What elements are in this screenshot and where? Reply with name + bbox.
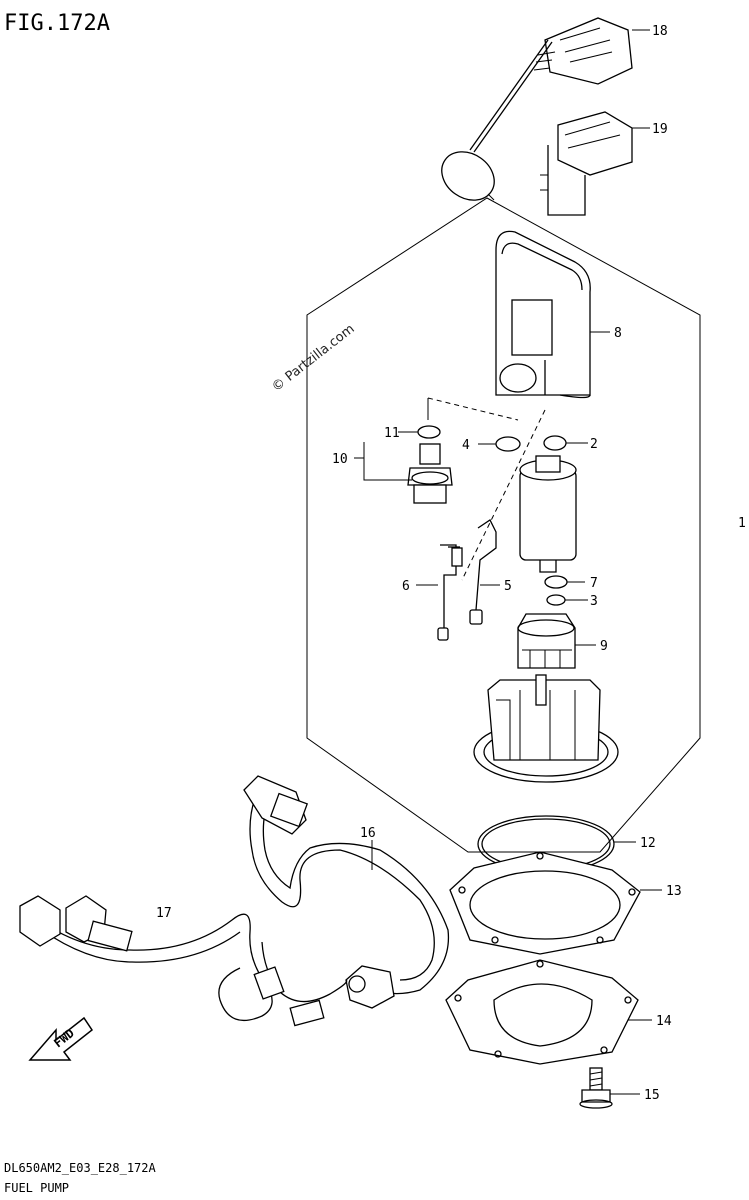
figure-caption: FUEL PUMP [4,1181,69,1195]
part-16-fuel-hose[interactable] [243,775,450,1009]
part-5-wire-lead[interactable] [469,519,497,625]
figure-code: DL650AM2_E03_E28_172A [4,1161,156,1175]
callout-5: 5 [504,579,512,594]
pump-housing-base[interactable] [473,674,619,783]
dashed-leader-5 [461,409,546,581]
part-3-o-ring[interactable] [546,594,566,606]
callout-3: 3 [590,594,598,609]
part-9-filter[interactable] [517,613,576,669]
callout-2: 2 [590,437,598,452]
part-17-hose-assembly[interactable] [19,895,348,1027]
part-11-o-ring[interactable] [417,425,441,439]
callout-17: 17 [156,906,172,921]
callout-7: 7 [590,576,598,591]
part-6-wire-lead[interactable] [437,544,463,641]
part-19-bracket[interactable] [540,111,633,216]
figure-title: FIG.172A [4,11,110,36]
part-18-float-connector[interactable] [432,17,633,210]
fuel-pump-motor[interactable] [519,455,577,573]
part-7-o-ring[interactable] [544,575,568,589]
callout-14: 14 [656,1014,672,1029]
callout-8: 8 [614,326,622,341]
part-10-regulator[interactable] [407,443,453,504]
callout-10: 10 [332,452,348,467]
watermark: © Partzilla.com [269,322,357,396]
callout-6: 6 [402,579,410,594]
part-15-bolt[interactable] [579,1067,613,1109]
part-14-plate[interactable] [445,959,639,1065]
callout-13: 13 [666,884,682,899]
assembly-boundary [306,197,701,853]
callout-9: 9 [600,639,608,654]
callout-18: 18 [652,24,668,39]
callout-16: 16 [360,826,376,841]
callout-19: 19 [652,122,668,137]
callout-11: 11 [384,426,400,441]
dashed-leader-11 [427,397,519,421]
callout-1: 1 [738,516,746,531]
part-4-o-ring[interactable] [495,436,521,452]
callout-12: 12 [640,836,656,851]
leader-lines [354,29,662,1095]
part-2-o-ring[interactable] [543,435,567,451]
part-13-plate[interactable] [449,851,641,955]
callout-4: 4 [462,438,470,453]
part-8-pump-holder[interactable] [495,230,591,399]
fwd-direction-arrow: FWD [28,1016,94,1061]
callout-15: 15 [644,1088,660,1103]
